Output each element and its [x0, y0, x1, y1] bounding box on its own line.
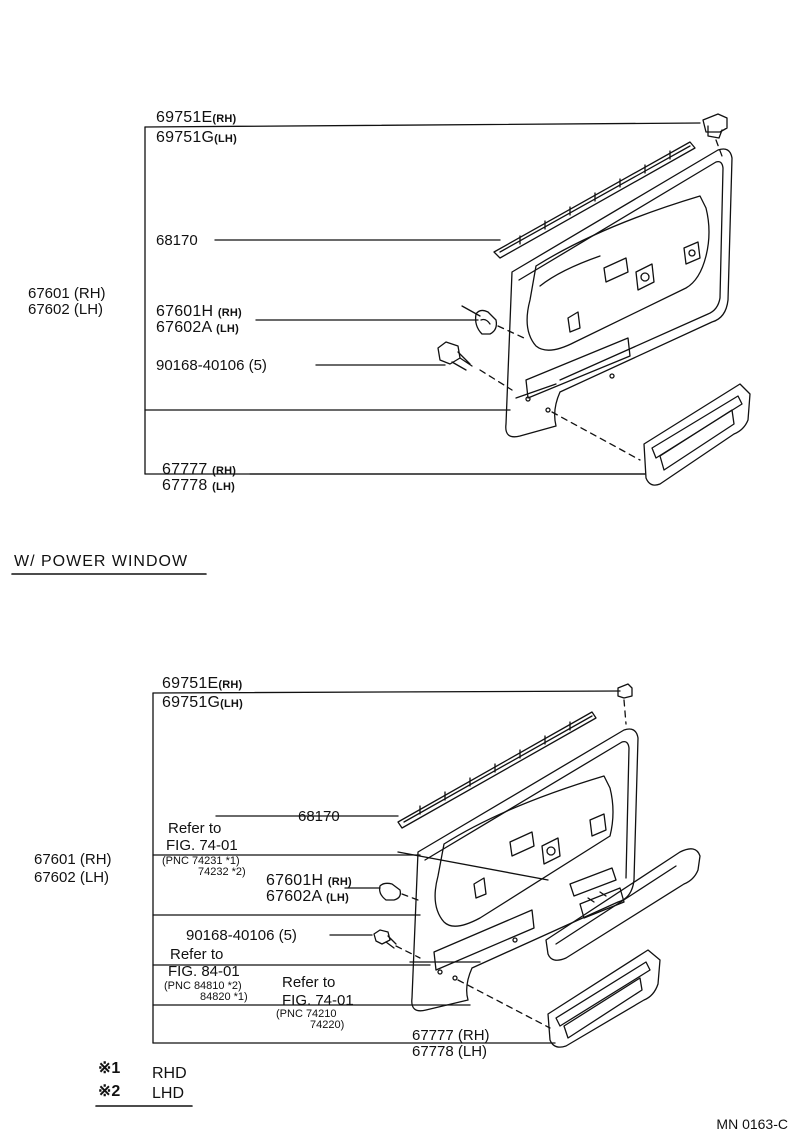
bottom-refer1-line2: FIG. 74-01: [166, 837, 238, 854]
bottom-clip-69751: [617, 683, 633, 699]
top-screw-90168: [437, 341, 473, 371]
top-label-67777: 67777 (RH): [162, 461, 237, 478]
bottom-refer2-line1: Refer to: [170, 946, 224, 963]
bottom-bracket: [152, 690, 621, 1044]
top-armrest-67777: [643, 383, 751, 486]
top-label-69751e: 69751E(RH): [156, 109, 237, 126]
bottom-screw-90168: [373, 929, 397, 949]
top-clip-69751: [702, 113, 728, 139]
bottom-refer3-pnc2: 74220): [310, 1019, 345, 1031]
top-label-67778: 67778 (LH): [162, 477, 235, 494]
bottom-armrest-upper: [545, 848, 701, 961]
top-door-panel: [505, 148, 733, 438]
bottom-door-panel: [411, 728, 639, 1012]
bottom-label-67777: 67777 (RH): [412, 1027, 490, 1044]
bottom-refer3-line1: Refer to: [282, 974, 336, 991]
bottom-label-67601: 67601 (RH): [34, 851, 112, 868]
legend-mark-1: ※1: [98, 1060, 121, 1077]
bottom-label-90168: 90168-40106 (5): [186, 927, 297, 944]
bottom-label-69751g: 69751G(LH): [162, 694, 243, 711]
bottom-leader-lines: [215, 815, 549, 963]
bottom-clip-67601h: [378, 882, 402, 901]
bottom-weatherstrip-68170: [397, 711, 597, 829]
bottom-label-67602a: 67602A (LH): [266, 888, 349, 905]
bottom-label-69751e: 69751E(RH): [162, 675, 243, 692]
legend-text-rhd: RHD: [152, 1065, 187, 1082]
top-label-67602a: 67602A (LH): [156, 319, 239, 336]
bottom-dashed-guides: [395, 699, 627, 1029]
bottom-refer1-pnc1: (PNC 74231 *1): [162, 855, 240, 867]
bottom-refer3-pnc1: (PNC 74210: [276, 1008, 337, 1020]
top-bracket: [144, 122, 701, 475]
bottom-label-67778: 67778 (LH): [412, 1043, 488, 1060]
bottom-refer1-pnc2: 74232 *2): [198, 866, 246, 878]
bottom-refer2-pnc2: 84820 *1): [200, 991, 248, 1003]
top-label-69751g: 69751G(LH): [156, 129, 237, 146]
top-dashed-guides: [479, 139, 723, 461]
legend-mark-2: ※2: [98, 1083, 121, 1100]
section-title-power-window: W/ POWER WINDOW: [14, 553, 189, 570]
top-label-68170: 68170: [156, 232, 198, 249]
bottom-refer1-line1: Refer to: [168, 820, 222, 837]
top-leader-lines: [214, 239, 646, 475]
top-label-67601: 67601 (RH): [28, 285, 106, 302]
bottom-refer3-line2: FIG. 74-01: [282, 992, 354, 1009]
top-label-90168: 90168-40106 (5): [156, 357, 267, 374]
top-clip-67601h: [461, 305, 498, 335]
top-label-67601h: 67601H (RH): [156, 303, 242, 320]
bottom-label-67601h: 67601H (RH): [266, 872, 352, 889]
bottom-label-67602: 67602 (LH): [34, 869, 110, 886]
figure-code: MN 0163-C: [716, 1116, 788, 1132]
bottom-label-68170: 68170: [298, 808, 340, 825]
legend-text-lhd: LHD: [152, 1085, 185, 1102]
top-weatherstrip-68170: [493, 141, 696, 259]
bottom-refer2-pnc1: (PNC 84810 *2): [164, 980, 242, 992]
bottom-refer2-line2: FIG. 84-01: [168, 963, 240, 980]
top-label-67602: 67602 (LH): [28, 301, 104, 318]
bottom-armrest-67777: [547, 949, 661, 1048]
